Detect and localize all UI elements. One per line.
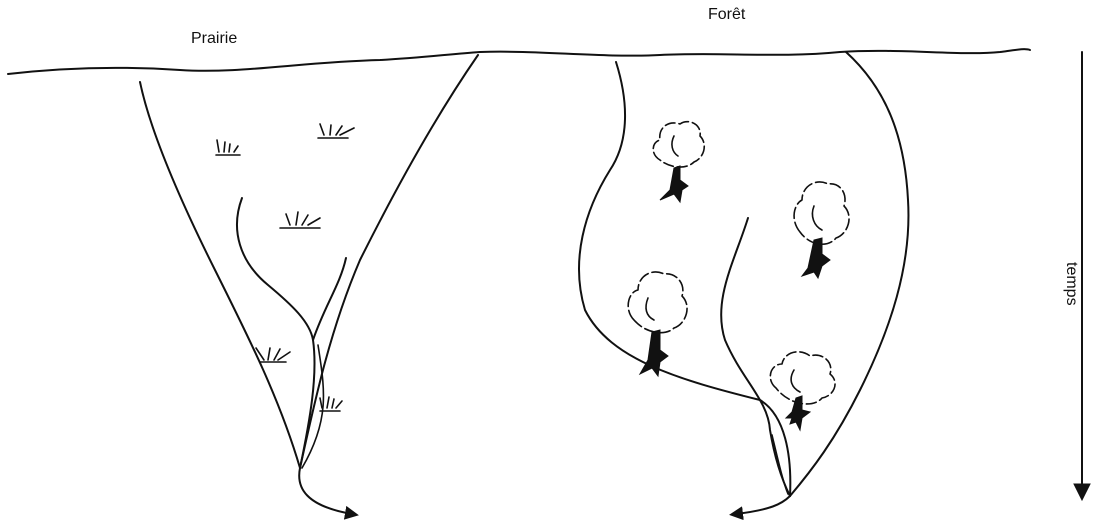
foret-inner-stem bbox=[771, 434, 789, 495]
prairie-branch-left bbox=[236, 197, 314, 341]
foret-left-edge bbox=[578, 61, 792, 497]
prairie-right-edge bbox=[299, 54, 479, 469]
tree-icon bbox=[627, 271, 688, 378]
foret-branch-center bbox=[720, 217, 791, 497]
prairie-outlet bbox=[298, 467, 359, 520]
foret-outlet bbox=[729, 495, 791, 520]
foret-right-edge bbox=[789, 51, 910, 497]
time-arrowhead bbox=[1073, 483, 1091, 502]
tree-icon bbox=[652, 120, 706, 204]
grass-tuft-icon bbox=[317, 123, 355, 139]
prairie-center-stem bbox=[299, 339, 316, 469]
grass-tuft-icon bbox=[255, 347, 291, 363]
temps-label: temps bbox=[1063, 262, 1080, 306]
grass-tuft-icon bbox=[319, 396, 343, 412]
prairie-inner-stem bbox=[301, 344, 325, 469]
foret-label: Forêt bbox=[708, 6, 746, 23]
prairie-label: Prairie bbox=[191, 30, 238, 47]
grass-tuft-icon bbox=[279, 211, 321, 229]
ground-line bbox=[7, 48, 1031, 75]
prairie-left-edge bbox=[139, 81, 301, 469]
prairie-branch-right bbox=[312, 257, 347, 341]
grass-tuft-icon bbox=[215, 139, 241, 156]
tree-icon bbox=[769, 351, 836, 432]
tree-icon bbox=[793, 181, 850, 280]
